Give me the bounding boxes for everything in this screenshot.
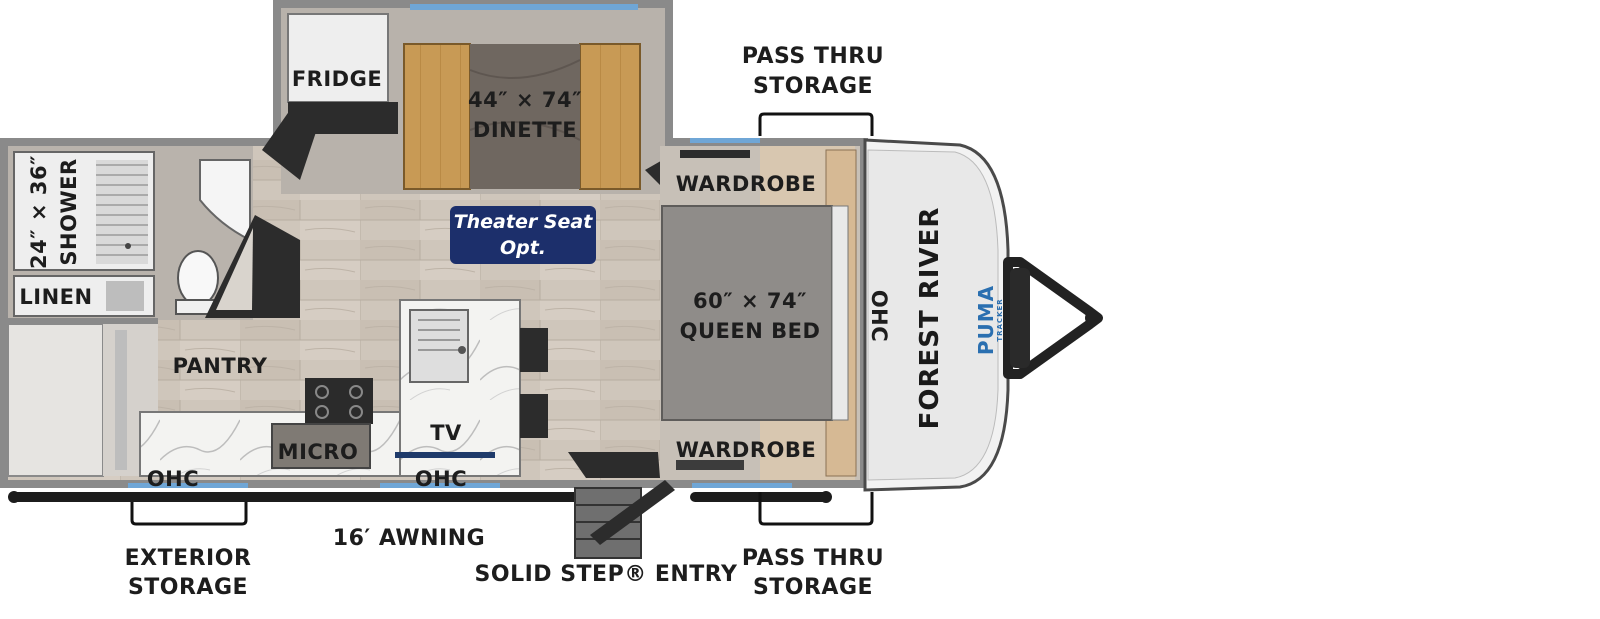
- tv: [395, 452, 495, 458]
- theater-seat-option: Theater Seat Opt.: [450, 206, 596, 264]
- window-slide: [410, 4, 638, 10]
- pantry-area: [7, 323, 158, 477]
- theater-seat-line1: Theater Seat: [454, 211, 594, 233]
- exterior-storage-line1: EXTERIOR: [125, 546, 252, 571]
- toilet: [177, 250, 219, 306]
- pass-thru-bottom-line2: STORAGE: [753, 575, 873, 600]
- windows: [128, 138, 792, 488]
- bathroom: [8, 146, 300, 320]
- theater-seat-line2: Opt.: [500, 237, 546, 259]
- fridge-label: FRIDGE: [292, 67, 382, 91]
- microwave: [271, 423, 371, 469]
- kitchen-counter: [139, 299, 548, 477]
- ohc-front-label: OHC: [867, 290, 891, 342]
- hitch-tongue: [1003, 257, 1103, 379]
- kitchen-sink: [409, 309, 469, 383]
- ohc-center-label: OHC: [415, 467, 467, 491]
- entry-label: SOLID STEP® ENTRY: [475, 562, 739, 587]
- ohc-left-label: OHC: [147, 467, 199, 491]
- exterior-storage-line2: STORAGE: [128, 575, 248, 600]
- pass-thru-top-bracket: [758, 112, 874, 136]
- stool-2: [520, 394, 548, 438]
- pass-thru-top-line2: STORAGE: [753, 74, 873, 99]
- pantry-label: PANTRY: [173, 354, 268, 378]
- dinette-size-label: 44″ × 74″: [468, 88, 582, 112]
- wardrobe-bottom-label: WARDROBE: [676, 438, 816, 462]
- model-logo: PUMA: [974, 285, 998, 355]
- bedroom: [568, 146, 860, 480]
- model-sub-logo: TRACKER: [996, 298, 1004, 341]
- stool-1: [520, 328, 548, 372]
- entry-steps: [574, 480, 675, 559]
- tv-label: TV: [430, 421, 462, 445]
- front-cap: [863, 138, 1010, 492]
- shower-size-label: 24″ × 36″: [27, 155, 51, 269]
- awning: [8, 491, 832, 503]
- exterior-storage-bracket: [130, 502, 248, 526]
- brand-logo: FOREST RIVER: [915, 207, 945, 430]
- wardrobe-top-label: WARDROBE: [676, 172, 816, 196]
- queen-bed: [661, 205, 833, 421]
- dinette-label: DINETTE: [473, 118, 577, 142]
- awning-label: 16′ AWNING: [333, 526, 485, 551]
- dinette-table: [470, 44, 580, 189]
- pass-thru-bottom-line1: PASS THRU: [742, 546, 884, 571]
- pass-thru-top-line1: PASS THRU: [742, 44, 884, 69]
- linen-label: LINEN: [19, 285, 92, 309]
- fridge: [287, 13, 389, 103]
- pass-thru-bottom-bracket: [758, 492, 874, 526]
- micro-label: MICRO: [278, 440, 359, 464]
- bed-label: QUEEN BED: [680, 319, 821, 343]
- slide-out: [262, 4, 690, 190]
- shower-label: SHOWER: [57, 158, 81, 265]
- stove: [305, 378, 373, 424]
- bed-size-label: 60″ × 74″: [693, 289, 807, 313]
